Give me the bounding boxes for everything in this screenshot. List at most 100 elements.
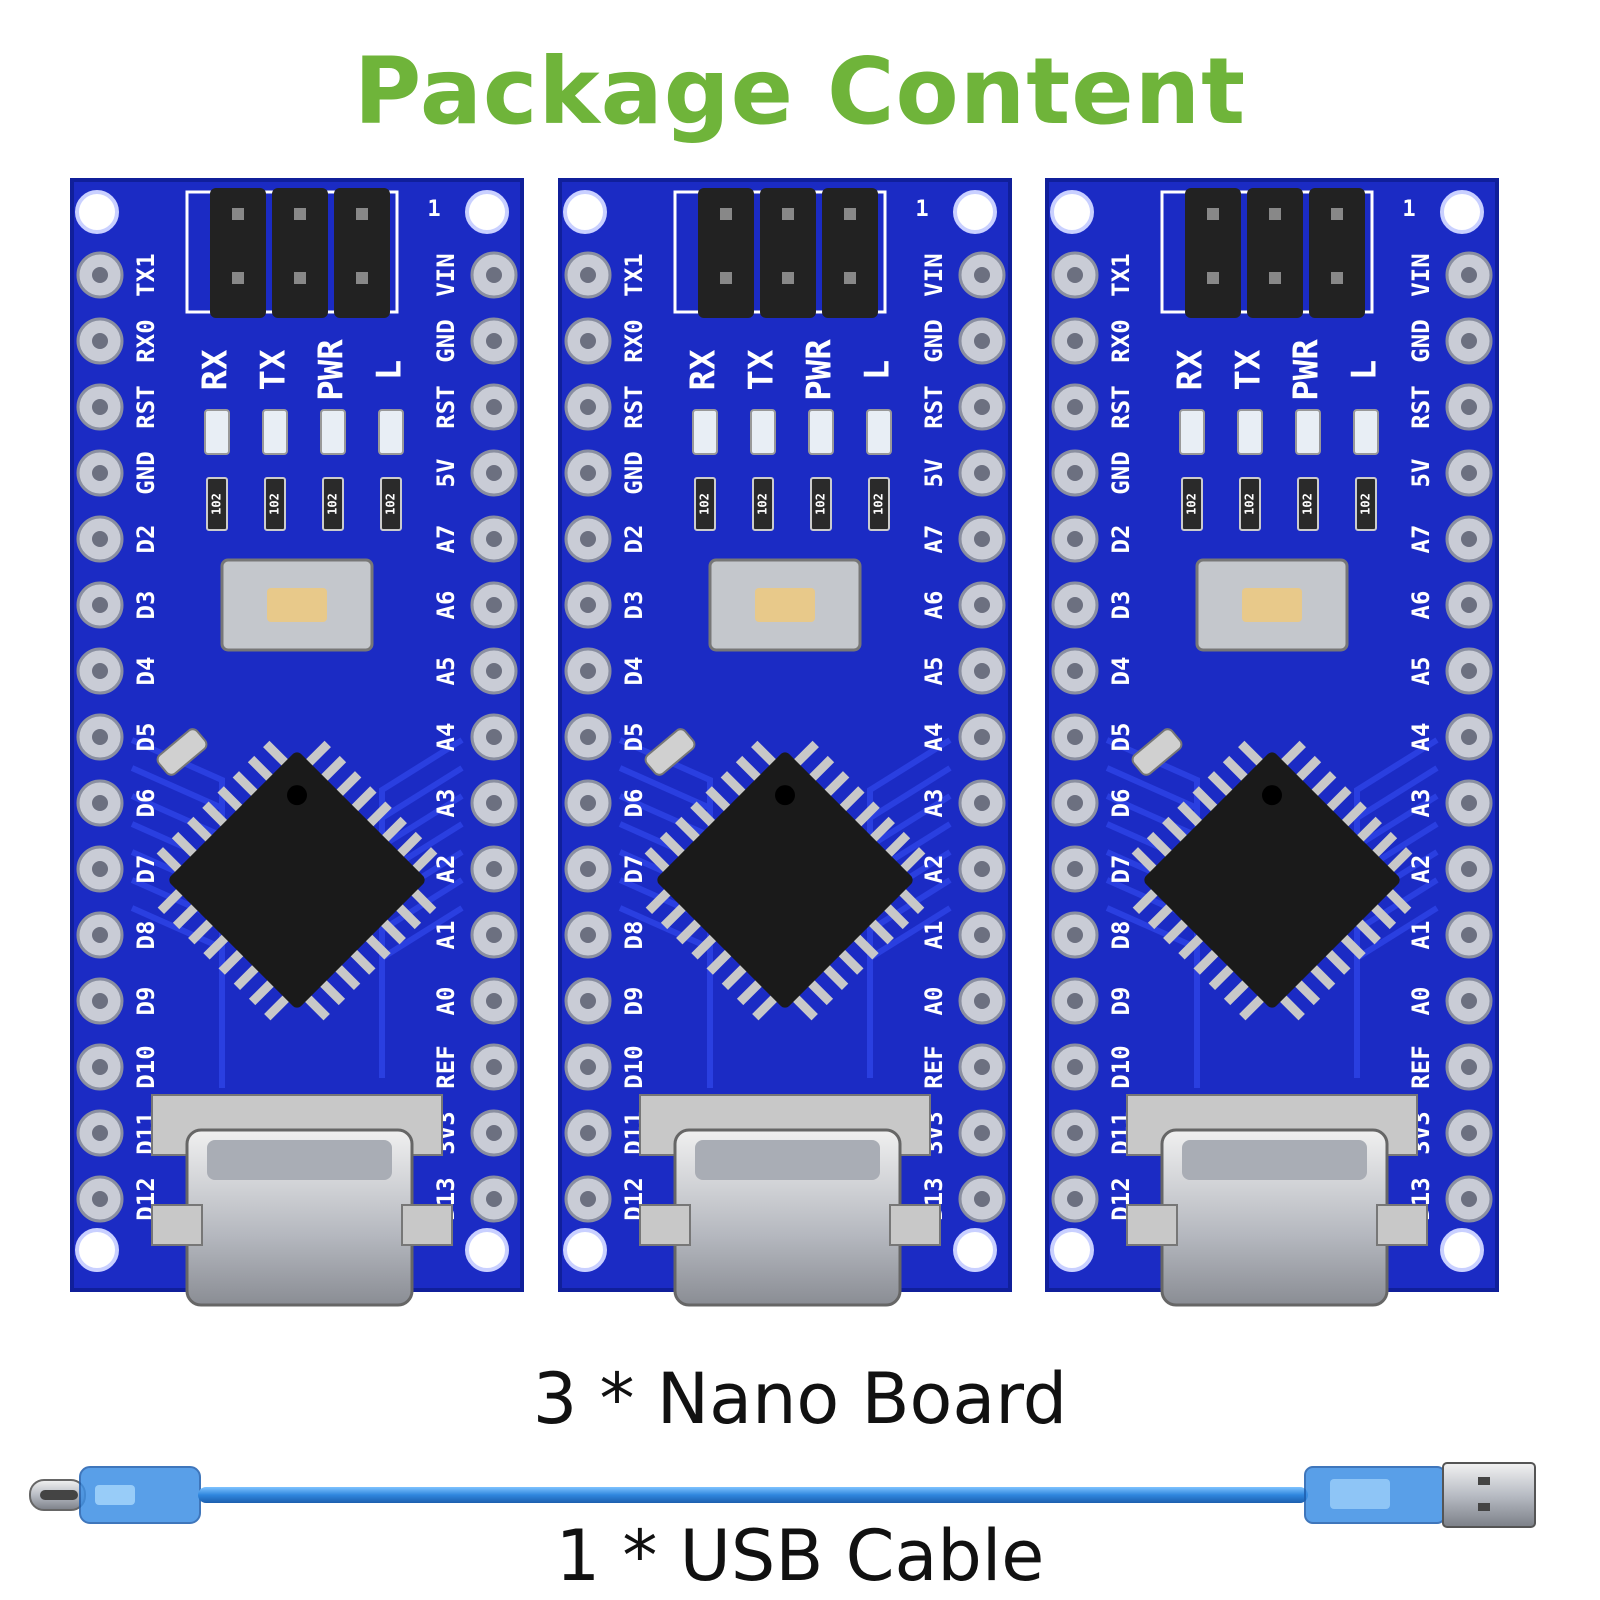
pcb-trace: [1105, 905, 1200, 1088]
chip-lead: [1192, 786, 1221, 814]
pin-label: A5: [432, 657, 460, 686]
led: [866, 409, 892, 455]
pin-hole: [92, 267, 108, 283]
chip-lead: [187, 816, 215, 845]
resistor-code: 102: [326, 493, 340, 515]
chip-lead: [1131, 847, 1160, 875]
reset-button-cap: [267, 588, 327, 622]
led: [1295, 409, 1321, 455]
page-title: Package Content: [353, 38, 1247, 145]
header-pin-block: [698, 188, 754, 318]
pin-label: A3: [432, 789, 460, 818]
usb-port-tab: [401, 1204, 453, 1246]
chip-lead: [659, 831, 688, 860]
chip-lead: [233, 962, 262, 990]
pin-hole: [1067, 531, 1083, 547]
resistor-code: 102: [384, 493, 398, 515]
header-pin: [1207, 208, 1219, 220]
pin-label: RX0: [132, 319, 160, 362]
chip-lead: [1307, 962, 1336, 990]
pin-label: D9: [620, 987, 648, 1016]
pin-hole: [92, 333, 108, 349]
header-pin: [356, 272, 368, 284]
chip-lead: [806, 755, 835, 784]
cable-wire: [198, 1487, 1308, 1503]
led: [320, 409, 346, 455]
pin-label: TX1: [620, 253, 648, 296]
nano-board: 1TX1RX0RSTGNDD2D3D4D5D6D7D8D9D10D11D12VI…: [558, 178, 1012, 1307]
led-label: TX: [742, 349, 782, 390]
pin-hole: [1067, 729, 1083, 745]
chip-dot: [775, 785, 795, 806]
pin-hole: [486, 993, 502, 1009]
pin-hole: [580, 861, 596, 877]
pin-hole: [580, 795, 596, 811]
led-label: PWR: [800, 339, 840, 401]
pcb-trace: [618, 905, 713, 1088]
pin-hole: [1461, 795, 1477, 811]
chip-lead: [247, 755, 276, 784]
chip-lead: [1222, 755, 1251, 784]
chip-lead: [852, 801, 880, 830]
header-pin: [1269, 272, 1281, 284]
chip-lead: [882, 831, 911, 860]
chip-lead: [171, 831, 200, 860]
chip-lead: [317, 977, 346, 1006]
chip-lead: [866, 916, 894, 945]
resistor-code: 102: [1359, 493, 1373, 515]
pin-hole: [580, 465, 596, 481]
pin-label: A0: [1407, 987, 1435, 1016]
mounting-hole: [465, 190, 509, 234]
resistor: [206, 477, 228, 531]
chip-lead: [1293, 755, 1322, 784]
pin-label: D5: [620, 723, 648, 752]
pin-label: A2: [920, 855, 948, 884]
pin-label: D10: [132, 1045, 160, 1088]
header-pin1-label: 1: [915, 197, 928, 222]
mounting-hole: [465, 1228, 509, 1272]
pin-hole: [92, 399, 108, 415]
pin-hole: [486, 465, 502, 481]
pin-label: D7: [1107, 855, 1135, 884]
pin-hole: [974, 333, 990, 349]
chip-lead: [1162, 816, 1190, 845]
pin-label: GND: [132, 451, 160, 494]
led-label: L: [370, 360, 410, 380]
mounting-hole: [953, 190, 997, 234]
chip-lead: [676, 916, 704, 945]
pin-hole: [92, 729, 108, 745]
pin-hole: [486, 333, 502, 349]
header-pin: [720, 272, 732, 284]
chip-lead: [736, 977, 765, 1006]
pin-label: GND: [1407, 319, 1435, 362]
chip-lead: [393, 901, 422, 930]
pin-hole: [974, 465, 990, 481]
mounting-hole: [1440, 1228, 1484, 1272]
chip-lead: [1223, 977, 1252, 1006]
pin-label: D6: [132, 789, 160, 818]
chip-lead: [881, 901, 910, 930]
pin-label: A4: [920, 723, 948, 752]
chip-lead: [1384, 847, 1413, 875]
chip-lead: [263, 740, 291, 769]
resistor-code: 102: [814, 493, 828, 515]
pin-hole: [580, 729, 596, 745]
chip-lead: [1178, 931, 1206, 960]
pin-label: REF: [1407, 1045, 1435, 1088]
chip-lead: [821, 771, 850, 799]
pin-hole: [580, 399, 596, 415]
pin-hole: [92, 531, 108, 547]
chip-lead: [1177, 801, 1205, 830]
header-pin: [782, 272, 794, 284]
chip-lead: [644, 847, 673, 875]
resistor: [322, 477, 344, 531]
chip-body: [657, 752, 913, 1008]
header-pin-block: [760, 188, 816, 318]
pin-hole: [974, 663, 990, 679]
nano-board: 1TX1RX0RSTGNDD2D3D4D5D6D7D8D9D10D11D12VI…: [1045, 178, 1499, 1307]
pin-hole: [1461, 465, 1477, 481]
pin-hole: [974, 597, 990, 613]
chip-lead: [1278, 740, 1306, 769]
led: [808, 409, 834, 455]
chip-lead: [1147, 901, 1176, 930]
